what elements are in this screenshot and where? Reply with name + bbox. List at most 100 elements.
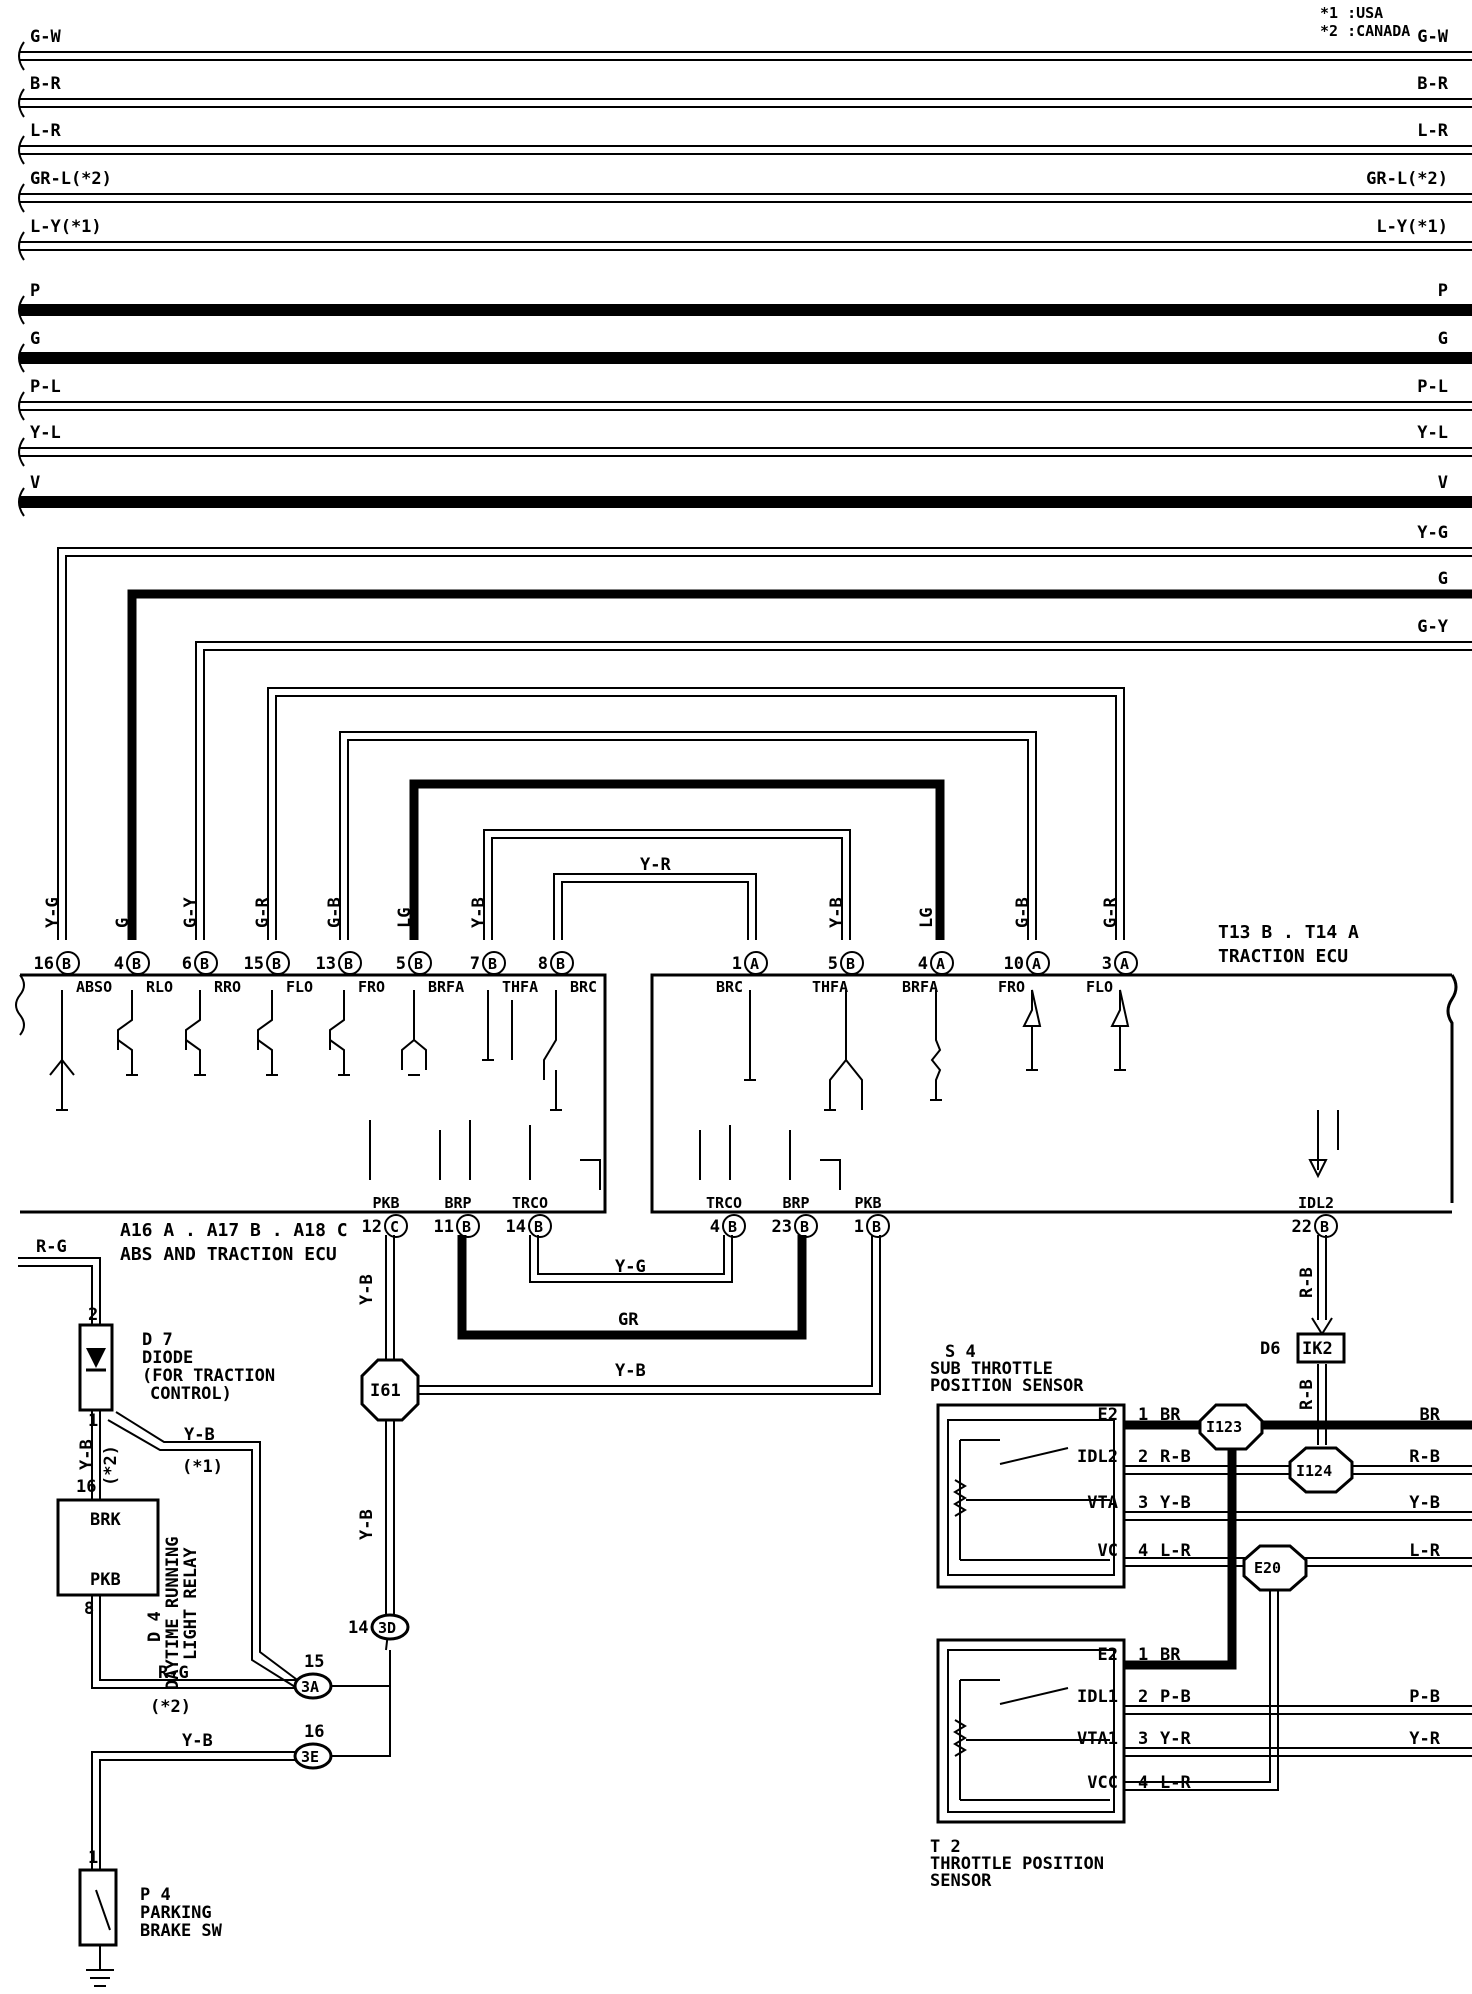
- pin-connector: B: [272, 955, 281, 973]
- pin-connector: B: [728, 1218, 737, 1236]
- pin-number: 5: [828, 954, 838, 974]
- terminal-pin: 1: [1138, 1405, 1148, 1425]
- right-exit-label: Y-G: [1417, 523, 1448, 543]
- ecu-boxes: [15, 973, 1458, 1214]
- pin-connector: B: [414, 955, 423, 973]
- svg-text:LIGHT RELAY: LIGHT RELAY: [181, 1547, 201, 1660]
- pin-number: 1: [854, 1217, 864, 1237]
- pin-number: 4: [710, 1217, 720, 1237]
- pin-connector: B: [534, 1218, 543, 1236]
- terminal-pin: 1: [1138, 1645, 1148, 1665]
- pin-signal: FRO: [358, 978, 385, 996]
- ecu-feed-wires: [57, 547, 1472, 940]
- pin-connector: B: [488, 955, 497, 973]
- pin-number: 23: [772, 1217, 792, 1237]
- pin-number: 22: [1292, 1217, 1312, 1237]
- pin-connector: B: [800, 1218, 809, 1236]
- svg-text:S 4: S 4: [945, 1342, 976, 1362]
- terminal-color: R-B: [1160, 1447, 1191, 1467]
- svg-text:3E: 3E: [301, 1748, 319, 1766]
- svg-text:THROTTLE POSITION: THROTTLE POSITION: [930, 1854, 1104, 1874]
- junction-i124: I124: [1288, 1446, 1354, 1494]
- pin-connector: B: [132, 955, 141, 973]
- bus-wire-label-left: L-Y(*1): [30, 217, 102, 237]
- bus-wire-label-left: G: [30, 329, 40, 349]
- svg-text:IK2: IK2: [1302, 1339, 1333, 1359]
- terminal-name: VC: [1098, 1541, 1118, 1561]
- wire-label-rb-2: R-B: [1297, 1379, 1317, 1410]
- traction-ecu-name: TRACTION ECU: [1218, 946, 1348, 967]
- terminal-color: Y-R: [1160, 1729, 1191, 1749]
- pin-number: 3: [1102, 954, 1112, 974]
- wire-label-yb-vert-2: Y-B: [357, 1509, 377, 1540]
- terminal-name: IDL2: [1077, 1447, 1118, 1467]
- pin-connector: A: [936, 955, 945, 973]
- label-yb-diag: Y-B: [184, 1425, 215, 1445]
- svg-text:14: 14: [348, 1618, 368, 1638]
- junction-e20: E20: [1242, 1544, 1308, 1592]
- svg-text:8: 8: [84, 1599, 94, 1619]
- pin-signal: THFA: [812, 978, 848, 996]
- sensor-right-label: P-B: [1409, 1687, 1440, 1707]
- ecu-internal-circuits: [49, 989, 1339, 1190]
- bus-wire-label-left: B-R: [30, 74, 61, 94]
- svg-text:BRAKE SW: BRAKE SW: [140, 1921, 223, 1941]
- svg-text:D 4: D 4: [145, 1611, 165, 1642]
- wire-color-label: Y-B: [827, 897, 847, 928]
- svg-text:DIODE: DIODE: [142, 1348, 193, 1368]
- terminal-name: VTA: [1087, 1493, 1118, 1513]
- junction-i123: I123: [1198, 1403, 1264, 1451]
- bus-wire-label-right: V: [1438, 473, 1448, 493]
- terminal-color: L-R: [1160, 1541, 1191, 1561]
- pin-signal: BRC: [570, 978, 597, 996]
- svg-text:15: 15: [304, 1652, 324, 1672]
- pin-number: 7: [470, 954, 480, 974]
- pin-number: 10: [1004, 954, 1024, 974]
- pin-connector: A: [1032, 955, 1041, 973]
- wire-label-rg-left: R-G: [36, 1237, 67, 1257]
- pin-number: 11: [434, 1217, 454, 1237]
- pin-connector: B: [344, 955, 353, 973]
- pin-number: 4: [114, 954, 124, 974]
- svg-text:CONTROL): CONTROL): [150, 1384, 232, 1404]
- wire-color-label: G-R: [253, 897, 273, 928]
- wire-color-label: G-R: [1101, 897, 1121, 928]
- svg-text:SUB THROTTLE: SUB THROTTLE: [930, 1359, 1053, 1379]
- pin-connector: B: [62, 955, 71, 973]
- svg-text:POSITION SENSOR: POSITION SENSOR: [930, 1376, 1084, 1396]
- label-star2-bottom: (*2): [150, 1697, 191, 1717]
- pin-signal: PKB: [854, 1194, 881, 1212]
- pin-signal: FLO: [1086, 978, 1113, 996]
- wire-label-yr: Y-R: [640, 855, 671, 875]
- wire-label-yg: Y-G: [615, 1257, 646, 1277]
- pin-number: 13: [316, 954, 336, 974]
- pin-connector: B: [1320, 1218, 1329, 1236]
- right-exit-label: G-Y: [1417, 617, 1448, 637]
- connector-ik2: IK2 D6: [1260, 1332, 1346, 1364]
- svg-text:PKB: PKB: [90, 1570, 121, 1590]
- terminal-name: IDL1: [1077, 1687, 1118, 1707]
- pin-signal: ABSO: [76, 978, 112, 996]
- legend-note-1: *1 :USA: [1320, 4, 1383, 22]
- terminal-color: Y-B: [1160, 1493, 1191, 1513]
- pin-signal: THFA: [502, 978, 538, 996]
- pin-number: 8: [538, 954, 548, 974]
- legend-note-2: *2 :CANADA: [1320, 22, 1410, 40]
- terminal-pin: 3: [1138, 1729, 1148, 1749]
- sensor-right-label: BR: [1420, 1405, 1441, 1425]
- svg-text:E20: E20: [1254, 1559, 1281, 1577]
- sub-throttle-position-sensor: S 4 SUB THROTTLE POSITION SENSOR: [930, 1342, 1126, 1589]
- svg-text:T 2: T 2: [930, 1837, 961, 1857]
